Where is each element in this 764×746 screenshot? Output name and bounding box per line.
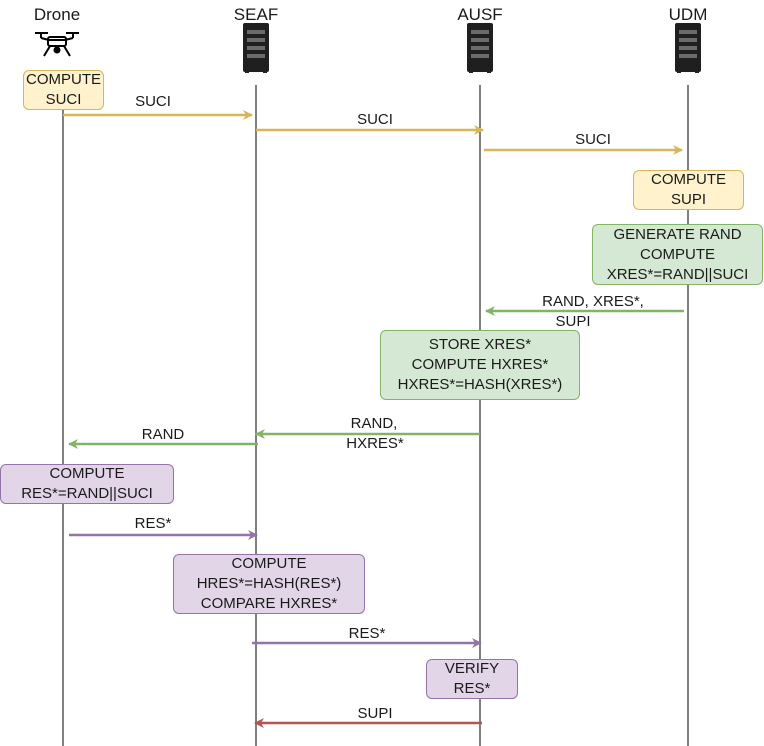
message-label-m4: RAND, XRES*, SUPI (542, 293, 644, 330)
box-ausf-verify-res: VERIFY RES* (426, 659, 518, 699)
message-label-m3: SUCI (575, 131, 611, 148)
udm-server-icon (675, 23, 701, 73)
ausf-server-icon (467, 23, 493, 73)
message-label-m5: RAND, HXRES* (346, 415, 404, 452)
seaf-server-icon (243, 23, 269, 73)
box-ausf-store-xres: STORE XRES* COMPUTE HXRES* HXRES*=HASH(X… (380, 330, 580, 400)
message-label-m8: RES* (348, 625, 386, 642)
actor-ausf: AUSF (457, 5, 503, 24)
box-drone-compute-suci: COMPUTE SUCI (23, 70, 104, 110)
box-udm-generate-rand: GENERATE RAND COMPUTE XRES*=RAND||SUCI (592, 224, 763, 285)
message-label-m7: RES* (134, 515, 172, 532)
drone-icon (35, 32, 79, 57)
actor-drone: Drone (33, 5, 81, 24)
box-udm-compute-supi: COMPUTE SUPI (633, 170, 744, 210)
message-label-m1: SUCI (135, 93, 171, 110)
message-label-m6: RAND (141, 426, 185, 443)
message-label-m2: SUCI (357, 111, 393, 128)
box-drone-compute-res: COMPUTE RES*=RAND||SUCI (0, 464, 174, 504)
actor-seaf: SEAF (233, 5, 279, 24)
message-label-m9: SUPI (357, 705, 393, 722)
actor-udm: UDM (668, 5, 708, 24)
box-seaf-compute-hres: COMPUTE HRES*=HASH(RES*) COMPARE HXRES* (173, 554, 365, 614)
